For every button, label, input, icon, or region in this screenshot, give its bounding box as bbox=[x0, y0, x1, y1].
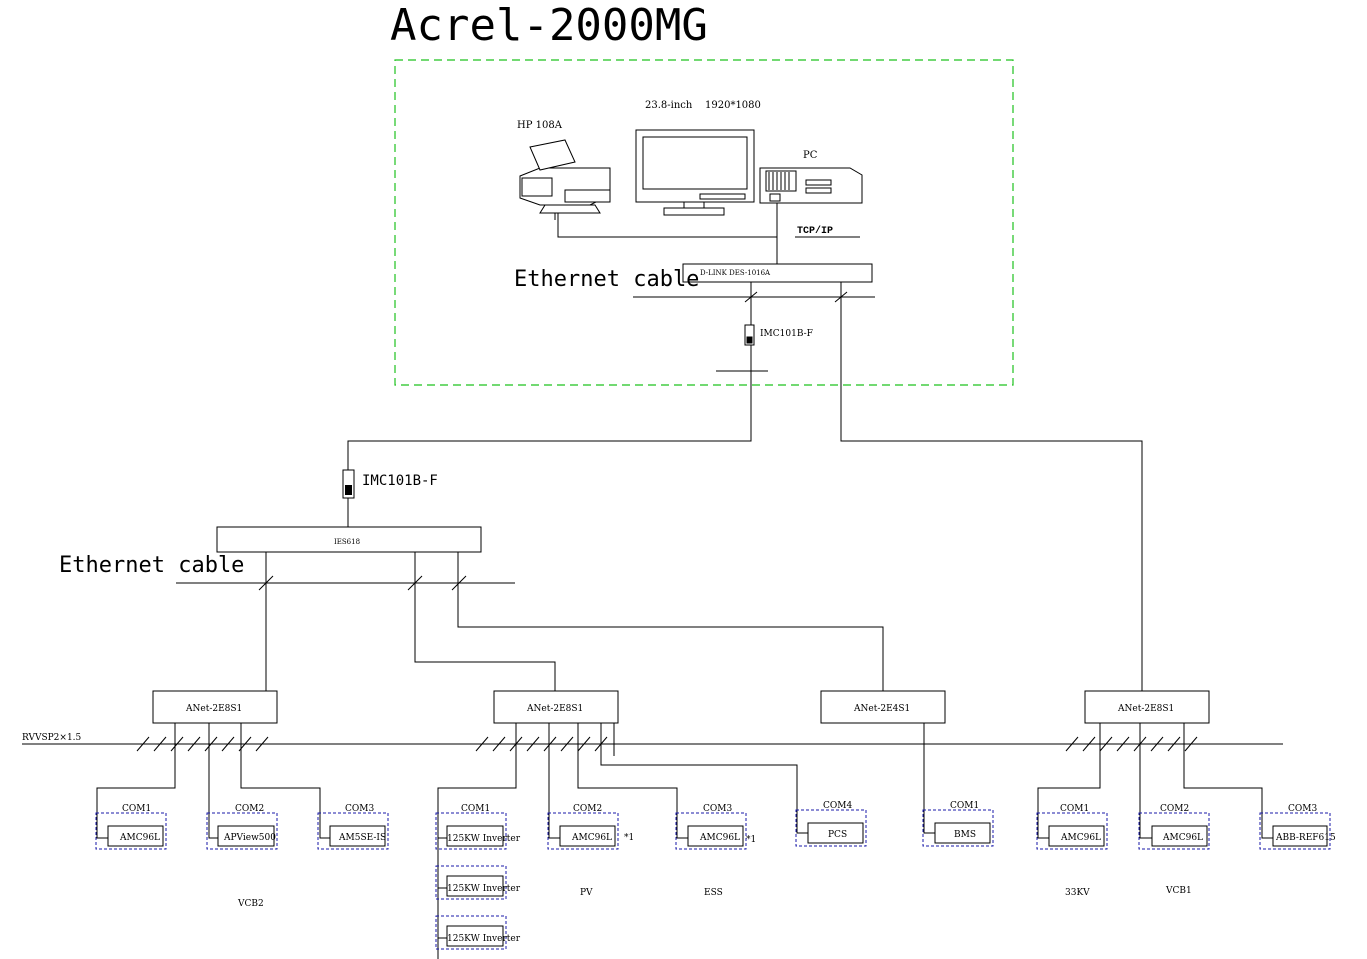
monitor-icon bbox=[635, 129, 755, 216]
control-room-converter bbox=[744, 324, 755, 346]
device-amc96l-ess bbox=[675, 812, 747, 850]
group-label-vcb2: VCB2 bbox=[237, 899, 264, 909]
device-11-com: COM1 bbox=[1060, 804, 1089, 814]
device-amc96l-pv bbox=[547, 812, 619, 850]
control-room-converter-label: IMC101B-F bbox=[760, 329, 813, 339]
device-2-label: APView500 bbox=[223, 833, 276, 843]
device-4-label: 125KW Inverter bbox=[447, 834, 521, 844]
device-8-com: COM3 bbox=[703, 804, 732, 814]
field-converter-label: IMC101B-F bbox=[362, 473, 438, 489]
device-amc96l-33kv bbox=[1036, 812, 1108, 850]
device-am5se-is bbox=[317, 812, 389, 850]
device-13-com: COM3 bbox=[1288, 804, 1317, 814]
group-label-33kv: 33KV bbox=[1065, 888, 1090, 898]
device-apview500 bbox=[206, 812, 278, 850]
pc-label: PC bbox=[803, 150, 818, 161]
gateway-3 bbox=[820, 690, 946, 724]
gateway-4 bbox=[1084, 690, 1210, 724]
device-3-com: COM3 bbox=[345, 804, 374, 814]
ies618-switch bbox=[216, 526, 482, 553]
device-3-label: AM5SE-IS bbox=[338, 833, 386, 843]
bus-hatch-marks bbox=[136, 736, 1198, 752]
device-8-label: AMC96L bbox=[699, 833, 740, 843]
printer-label: HP 108A bbox=[517, 120, 563, 131]
gateway-1 bbox=[152, 690, 278, 724]
device-12-label: AMC96L bbox=[1162, 833, 1203, 843]
ess-qty-label: *1 bbox=[746, 835, 756, 845]
device-4-com: COM1 bbox=[461, 804, 490, 814]
device-13-label: ABB-REF615 bbox=[1275, 833, 1336, 843]
gateway-2 bbox=[493, 690, 619, 724]
device-7-com: COM2 bbox=[573, 804, 602, 814]
monitor-size-label: 23.8-inch bbox=[645, 100, 693, 111]
device-12-com: COM2 bbox=[1160, 804, 1189, 814]
device-7-label: AMC96L bbox=[571, 833, 612, 843]
device-9-com: COM4 bbox=[823, 801, 852, 811]
device-5-label: 125KW Inverter bbox=[447, 884, 521, 894]
device-abb-ref615 bbox=[1259, 812, 1331, 850]
dlink-switch-label: D-LINK DES-1016A bbox=[700, 269, 771, 277]
device-10-label: BMS bbox=[954, 830, 976, 840]
diagram-title: Acrel-2000MG bbox=[390, 0, 708, 51]
device-inverter-2 bbox=[435, 865, 507, 900]
monitor-resolution-label: 1920*1080 bbox=[705, 100, 761, 111]
device-11-label: AMC96L bbox=[1060, 833, 1101, 843]
gateway-2-label: ANet-2E8S1 bbox=[526, 704, 583, 714]
group-label-pv: PV bbox=[580, 888, 593, 898]
bus-label: RVVSP2×1.5 bbox=[22, 733, 82, 743]
device-1-com: COM1 bbox=[122, 804, 151, 814]
device-2-com: COM2 bbox=[235, 804, 264, 814]
device-6-label: 125KW Inverter bbox=[447, 934, 521, 944]
field-ethernet-label: Ethernet cable bbox=[59, 553, 244, 578]
device-inverter-3 bbox=[435, 915, 507, 950]
control-room-ethernet-label: Ethernet cable bbox=[514, 267, 699, 292]
device-bms bbox=[922, 809, 994, 847]
printer-icon bbox=[519, 139, 611, 220]
device-amc96l-vcb1 bbox=[1138, 812, 1210, 850]
control-room-boundary bbox=[394, 59, 1014, 386]
pv-qty-label: *1 bbox=[624, 833, 634, 843]
device-10-com: COM1 bbox=[950, 801, 979, 811]
tcpip-label: TCP/IP bbox=[797, 225, 833, 237]
group-label-ess: ESS bbox=[704, 888, 723, 898]
dlink-switch bbox=[682, 263, 873, 283]
group-label-vcb1: VCB1 bbox=[1165, 886, 1192, 896]
device-pcs bbox=[795, 809, 867, 847]
gateway-3-label: ANet-2E4S1 bbox=[853, 704, 910, 714]
device-9-label: PCS bbox=[828, 830, 847, 840]
ies618-switch-label: IES618 bbox=[334, 538, 360, 546]
gateway-4-label: ANet-2E8S1 bbox=[1117, 704, 1174, 714]
device-inverter-1 bbox=[435, 812, 507, 850]
device-1-label: AMC96L bbox=[119, 833, 160, 843]
device-amc96l-vcb2 bbox=[95, 812, 167, 850]
pc-icon bbox=[759, 167, 863, 204]
gateway-1-label: ANet-2E8S1 bbox=[185, 704, 242, 714]
